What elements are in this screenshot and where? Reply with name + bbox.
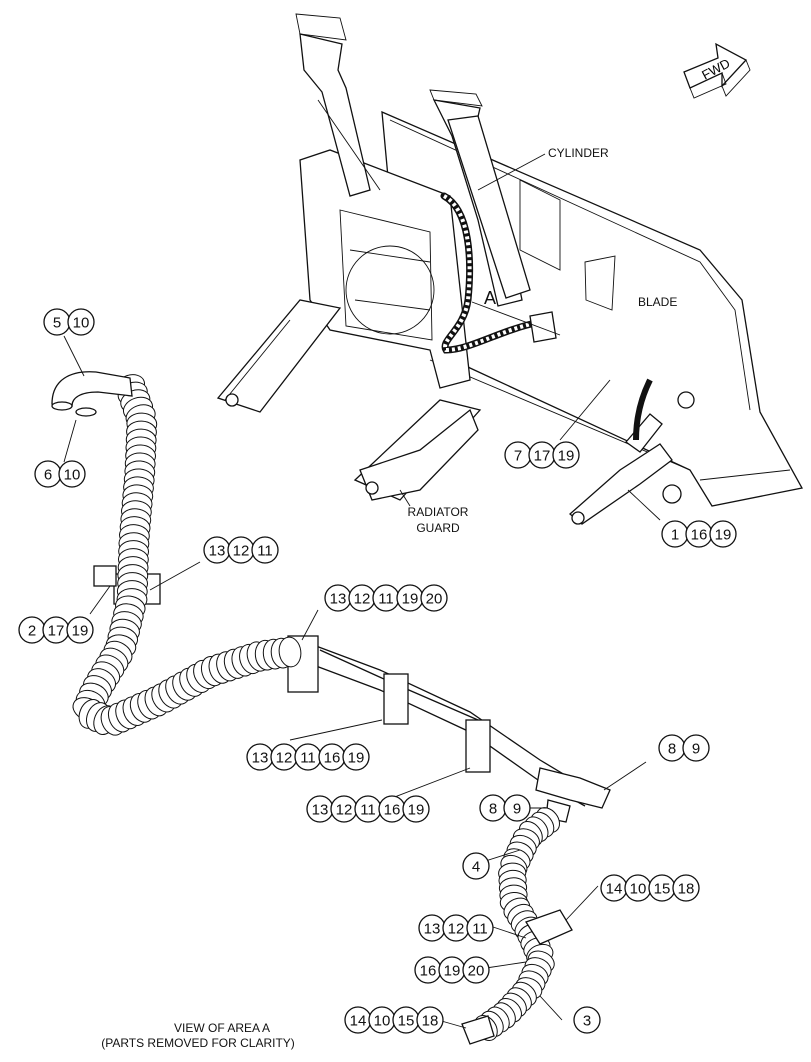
callout-number: 6 [44, 467, 52, 484]
callout-bubble [251, 536, 279, 564]
callout-bubble [462, 852, 490, 880]
callout-number: 16 [324, 750, 341, 767]
callout-number: 9 [513, 801, 521, 818]
callout-number: 10 [630, 881, 647, 898]
callout-number: 13 [330, 591, 347, 608]
callout-number: 11 [300, 750, 316, 767]
view-label-1: VIEW OF AREA A [174, 1021, 270, 1035]
callout-number: 16 [384, 802, 401, 819]
radiator-guard-label-2: GUARD [416, 521, 460, 535]
hose-assembly-detail [51, 371, 611, 1045]
callout-bubble [402, 795, 430, 823]
callout-bubble [552, 441, 580, 469]
callout-number: 5 [53, 315, 61, 332]
callout-number: 3 [583, 1013, 591, 1030]
callout-number: 19 [715, 527, 732, 544]
callout-number: 17 [48, 623, 65, 640]
callout-number: 12 [354, 591, 371, 608]
callout-number: 11 [360, 802, 376, 819]
clamp-upper-3 [465, 719, 491, 773]
callout-number: 13 [209, 543, 226, 560]
callout-number: 13 [252, 750, 269, 767]
blade-label: BLADE [638, 295, 677, 309]
clamp-upper-2 [383, 673, 409, 725]
callout-number: 18 [422, 1013, 439, 1030]
callout-bubble [416, 1006, 444, 1034]
rigid-tube [299, 639, 591, 791]
callout-number: 15 [654, 881, 671, 898]
machine-hose [440, 192, 544, 354]
callout-number: 7 [514, 448, 522, 465]
callout-bubble [58, 460, 86, 488]
cylinder-label: CYLINDER [548, 146, 609, 160]
callout-number: 19 [402, 591, 419, 608]
callout-bubble [682, 734, 710, 762]
callout-number: 19 [72, 623, 89, 640]
callout-number: 16 [420, 963, 437, 980]
callout-number: 12 [448, 921, 465, 938]
callout-bubble [67, 308, 95, 336]
callout-number: 11 [257, 543, 273, 560]
callout-number: 13 [424, 921, 441, 938]
callout-number: 14 [606, 881, 623, 898]
callout-number: 4 [472, 859, 480, 876]
callout-bubble [420, 584, 448, 612]
callout-number: 11 [378, 591, 394, 608]
lift-arm-left [299, 33, 371, 197]
tilt-cylinder [569, 443, 673, 525]
callout-number: 13 [312, 802, 329, 819]
elbow-fitting [51, 371, 133, 407]
callout-number: 8 [668, 741, 676, 758]
cylinder [447, 115, 531, 299]
callout-bubble [672, 874, 700, 902]
callout-number: 9 [692, 741, 700, 758]
callout-number: 20 [426, 591, 443, 608]
callout-number: 8 [489, 801, 497, 818]
callout-number: 19 [348, 750, 365, 767]
callout-number: 16 [691, 527, 708, 544]
push-arm-left [216, 299, 342, 413]
callout-number: 12 [233, 543, 250, 560]
radiator-guard [359, 408, 479, 501]
callout-number: 10 [64, 467, 81, 484]
callout-number: 1 [671, 527, 679, 544]
fitting-8-9-upper [535, 767, 611, 809]
callout-number: 11 [472, 921, 488, 938]
clamp-lower-2 [461, 1015, 495, 1045]
callout-bubble [462, 956, 490, 984]
clamp-lower-1 [525, 909, 573, 945]
view-label-2: (PARTS REMOVED FOR CLARITY) [101, 1036, 295, 1050]
corrugated-hose-left [72, 374, 302, 736]
callout-number: 15 [398, 1013, 415, 1030]
callout-number: 19 [558, 448, 575, 465]
callout-bubble [342, 743, 370, 771]
callout-number: 12 [336, 802, 353, 819]
callout-number: 12 [276, 750, 293, 767]
radiator-guard-label-1: RADIATOR [408, 505, 469, 519]
callout-bubble [466, 914, 494, 942]
callout-number: 17 [534, 448, 551, 465]
callout-number: 2 [28, 623, 36, 640]
callout-number: 19 [444, 963, 461, 980]
callout-number: 19 [408, 802, 425, 819]
callout-number: 20 [468, 963, 485, 980]
callout-bubble [573, 1006, 601, 1034]
callout-number: 14 [350, 1013, 367, 1030]
hose-segment [278, 636, 302, 668]
callout-number: 10 [73, 315, 90, 332]
callout-bubble [66, 616, 94, 644]
callout-number: 10 [374, 1013, 391, 1030]
callout-bubble [503, 794, 531, 822]
leader-lines [63, 153, 661, 1029]
machine-assembly [216, 13, 803, 525]
callout-bubble [709, 520, 737, 548]
callout-number: 18 [678, 881, 695, 898]
area-a-label: A [484, 288, 496, 308]
fwd-arrow-icon: FWD [683, 42, 751, 99]
